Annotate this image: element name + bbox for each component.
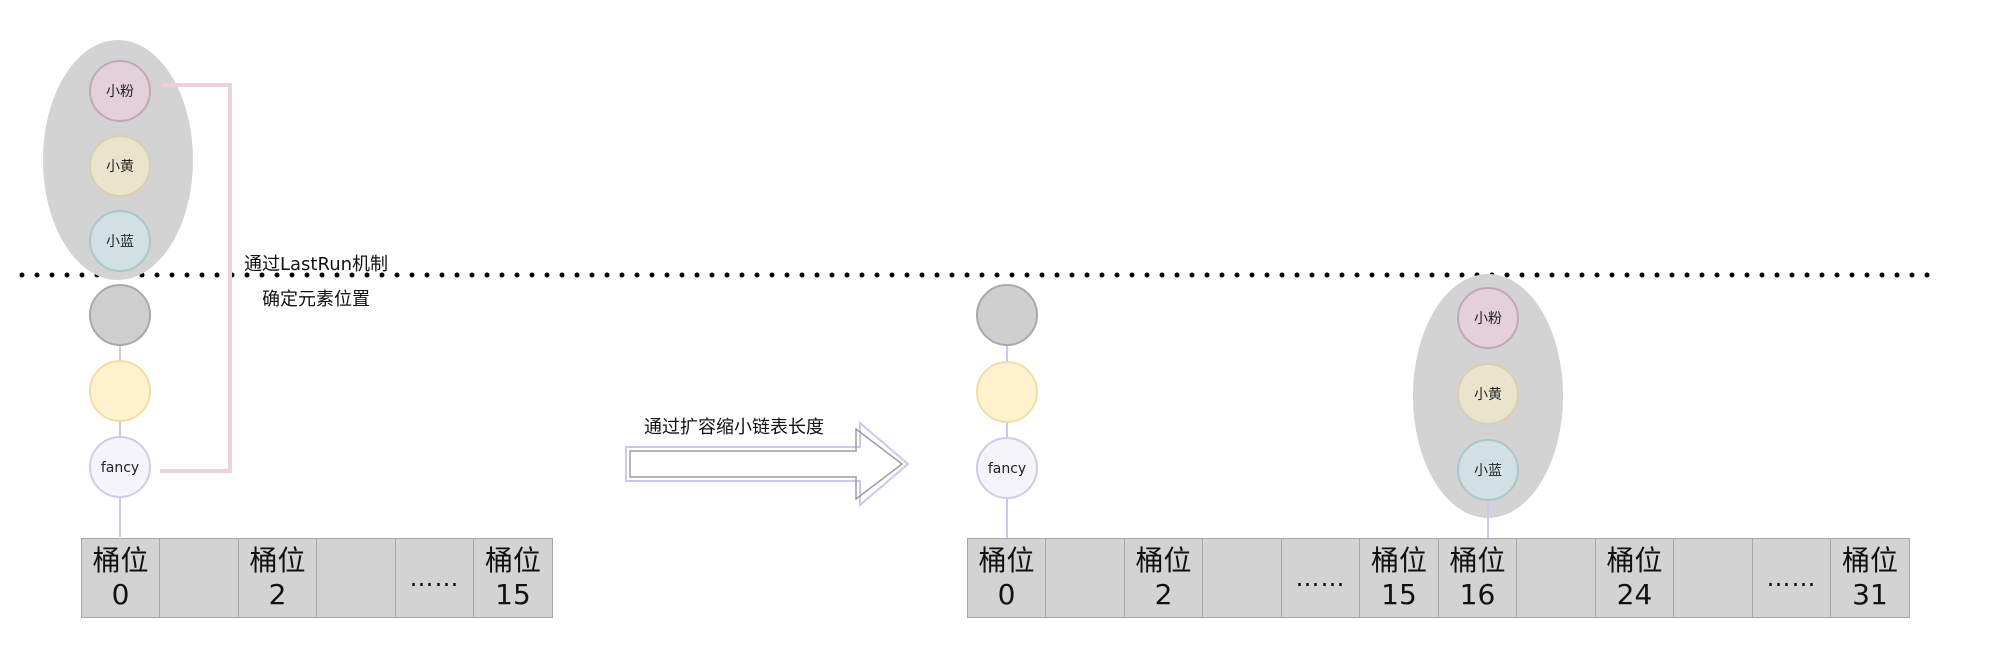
node-xiaolan-after: 小蓝 — [1457, 439, 1519, 501]
bucket-label: 桶位 — [978, 544, 1035, 577]
bucket-cell: …… — [1280, 538, 1361, 618]
bucket-index: 2 — [268, 578, 287, 611]
bucket-cell — [1673, 538, 1753, 618]
bucket-label: …… — [1295, 564, 1346, 592]
bucket-index: 31 — [1852, 578, 1888, 611]
lastrun-bracket — [160, 83, 232, 473]
bucket-cell: …… — [394, 538, 475, 618]
node-xiaohuang-after: 小黄 — [1457, 363, 1519, 425]
node-label: 小蓝 — [1474, 463, 1502, 479]
node-label: 小黄 — [106, 158, 134, 175]
node-fancy: fancy — [89, 436, 151, 498]
node-yellow-after — [976, 361, 1038, 423]
node-label: fancy — [101, 460, 139, 476]
bucket-label: 桶位 — [249, 544, 306, 577]
bucket-index: 0 — [997, 578, 1016, 611]
bucket-label: 桶位 — [1449, 544, 1506, 577]
node-label: 小黄 — [1474, 386, 1502, 403]
bucket-index: 2 — [1154, 578, 1173, 611]
bucket-label: 桶位 — [92, 544, 149, 577]
node-gray — [89, 284, 151, 346]
bucket-label: 桶位 — [1841, 544, 1898, 577]
node-xiaohuang: 小黄 — [89, 135, 151, 197]
bucket-label: 桶位 — [1135, 544, 1192, 577]
bucket-index: 24 — [1616, 578, 1653, 611]
bucket-index: 15 — [1381, 578, 1417, 611]
bucket-cell — [159, 538, 239, 618]
node-gray-after — [976, 284, 1038, 346]
bucket-label: 桶位 — [1606, 544, 1663, 577]
node-xiaolan: 小蓝 — [89, 210, 151, 272]
node-xiaofen: 小粉 — [89, 60, 151, 122]
node-label: fancy — [988, 461, 1026, 477]
node-label: 小粉 — [1474, 311, 1502, 327]
bucket-cell — [1516, 538, 1596, 618]
bucket-label: …… — [409, 564, 460, 592]
node-label: 小蓝 — [106, 234, 134, 250]
expansion-arrow — [625, 420, 910, 508]
bucket-index: 16 — [1459, 578, 1496, 611]
node-xiaofen-after: 小粉 — [1457, 287, 1519, 349]
node-fancy-after: fancy — [976, 437, 1038, 499]
lastrun-label-line2: 确定元素位置 — [262, 289, 370, 310]
bucket-label: …… — [1766, 564, 1817, 592]
bucket-index: 15 — [495, 578, 531, 611]
arrow-label: 通过扩容缩小链表长度 — [644, 417, 824, 438]
bucket-label: 桶位 — [1370, 544, 1427, 577]
node-yellow — [89, 360, 151, 422]
bucket-label: 桶位 — [484, 544, 541, 577]
bucket-cell — [1202, 538, 1282, 618]
bucket-index: 0 — [111, 578, 130, 611]
lastrun-label-line1: 通过LastRun机制 — [244, 254, 389, 275]
bucket-cell: …… — [1751, 538, 1832, 618]
bucket-cell — [1045, 538, 1125, 618]
bucket-cell — [316, 538, 396, 618]
node-label: 小粉 — [106, 84, 134, 100]
